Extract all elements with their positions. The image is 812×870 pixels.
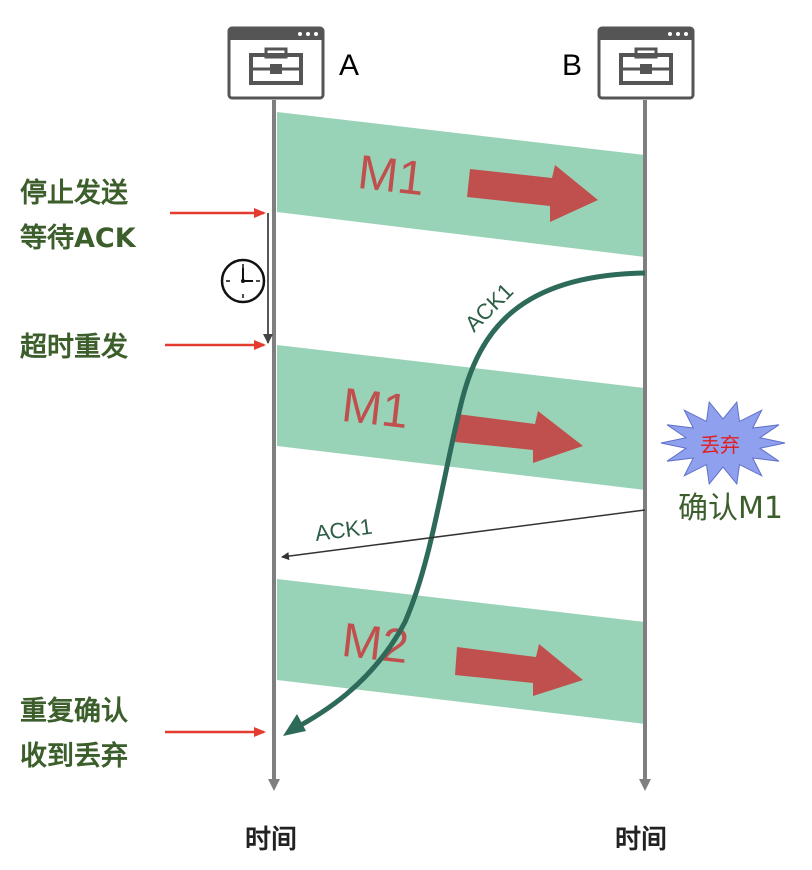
ack-label-delayed: ACK1 bbox=[460, 278, 518, 336]
confirm-m1-label: 确认M1 bbox=[678, 491, 783, 526]
message-label-m1-retry: M1 bbox=[339, 379, 411, 439]
note-duplicate-ack: 重复确认 bbox=[20, 695, 128, 727]
discard-badge: 丢弃 bbox=[700, 433, 740, 457]
time-axis-label-a: 时间 bbox=[245, 825, 297, 855]
ack-curve-arrowhead bbox=[283, 714, 306, 736]
clock-icon bbox=[220, 258, 266, 304]
message-band-m1-first bbox=[277, 112, 645, 257]
ack-line-second bbox=[281, 509, 646, 561]
computer-window-icon bbox=[227, 26, 325, 100]
host-a-label: A bbox=[339, 49, 359, 82]
ack-curve-delayed bbox=[290, 270, 646, 733]
host-b-label: B bbox=[562, 49, 582, 82]
note-stop-sending: 停止发送 bbox=[20, 177, 128, 209]
message-label-m1-first: M1 bbox=[355, 146, 427, 206]
message-arrow-m2 bbox=[455, 644, 583, 696]
note-timeout-resend: 超时重发 bbox=[20, 331, 128, 363]
note-received-discard: 收到丢弃 bbox=[20, 740, 128, 772]
message-arrow-m1-first bbox=[467, 165, 598, 222]
note-wait-ack: 等待ACK bbox=[20, 222, 137, 254]
discard-starburst-icon bbox=[660, 400, 786, 486]
computer-window-icon bbox=[597, 26, 695, 100]
message-arrow-m1-retry bbox=[455, 411, 583, 463]
ack-label-second: ACK1 bbox=[313, 514, 373, 546]
time-axis-label-b: 时间 bbox=[615, 825, 667, 855]
